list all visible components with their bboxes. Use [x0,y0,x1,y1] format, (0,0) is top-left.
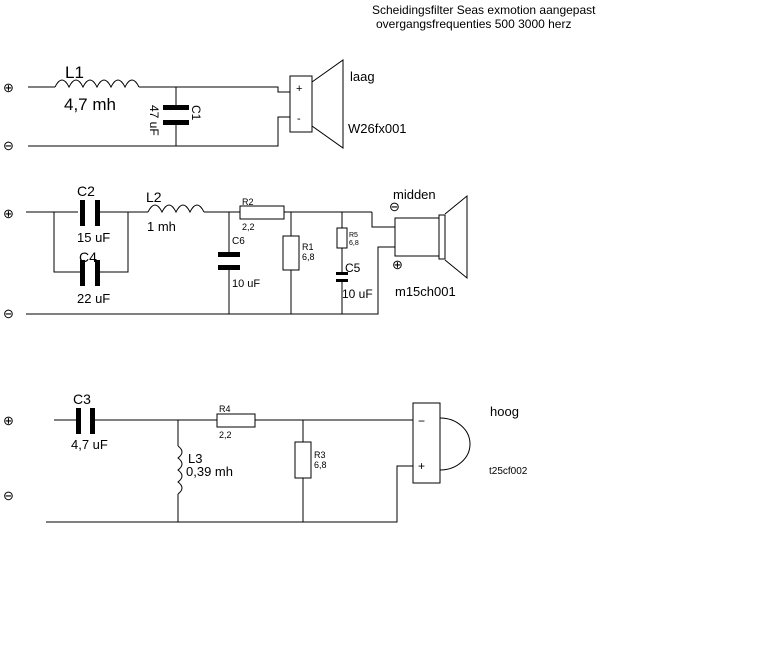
inductor-l2 [147,204,205,214]
tweeter-plus-mark: + [418,459,425,473]
capacitor-c4-plate-b [95,260,100,286]
mid-wire-to-speaker [371,212,395,228]
tweeter-minus-terminal: ⊖ [3,488,14,503]
tweeter-minus-mark: − [418,414,425,428]
resistor-r4 [216,413,256,428]
capacitor-c3-plate-b [90,408,95,434]
capacitor-c5-plate-a [336,272,348,275]
woofer-role-label: laag [350,69,375,84]
c4-value: 22 uF [77,291,110,306]
l2-value: 1 mh [147,219,176,234]
inductor-l1 [54,79,140,89]
mid-speaker-minus-mark: ⊖ [389,199,400,214]
l3-value: 0,39 mh [186,464,233,479]
resistor-r3 [294,441,312,479]
mid-model-label: m15ch001 [395,284,456,299]
r1-label: R1 [302,242,314,252]
capacitor-c4-plate-a [80,260,85,286]
r1-value: 6,8 [302,252,315,262]
capacitor-c2-plate-a [80,200,85,226]
woofer-plus-terminal: ⊕ [3,80,14,95]
mid-plus-terminal: ⊕ [3,206,14,221]
capacitor-c6-plate-b [218,265,240,270]
c3-label: C3 [73,391,91,407]
woofer-model-label: W26fx001 [348,121,407,136]
mid-speaker-magnet [394,217,440,257]
mid-section: ⊕ ⊖ [3,183,468,321]
c1-label: C1 [189,105,203,121]
c5-value: 10 uF [342,287,373,301]
r4-label: R4 [219,404,231,414]
woofer-section: ⊕ ⊖ L1 4,7 mh C1 47 uF + - laag W26fx001 [3,59,407,153]
mid-wire-bottom [26,246,395,315]
mid-speaker-cone [444,194,468,280]
capacitor-c2-plate-b [95,200,100,226]
resistor-r5 [336,227,348,249]
tweeter-role-label: hoog [490,404,519,419]
tweeter-wire-bottom [46,465,413,523]
mid-speaker-plus-mark: ⊕ [392,257,403,272]
c6-value: 10 uF [232,278,260,290]
capacitor-c6-plate-a [218,252,240,257]
capacitor-c5-plate-b [336,279,348,282]
c5-label: C5 [345,261,361,275]
l2-label: L2 [146,189,162,205]
r3-label: R3 [314,450,326,460]
tweeter-model-label: t25cf002 [489,466,528,477]
r2-value: 2,2 [242,222,255,232]
woofer-plus-mark: + [296,83,302,95]
resistor-r1 [282,235,300,271]
l1-label: L1 [65,63,84,82]
mid-minus-terminal: ⊖ [3,306,14,321]
mid-role-label: midden [393,187,436,202]
tweeter-dome [439,417,471,471]
woofer-minus-terminal: ⊖ [3,138,14,153]
c2-value: 15 uF [77,230,110,245]
l3-label: L3 [188,451,202,466]
c6-label: C6 [232,236,245,247]
c4-label: C4 [79,249,97,265]
r5-value: 6,8 [349,240,359,247]
r2-label: R2 [242,197,254,207]
inductor-l3 [177,445,183,495]
capacitor-c3-plate-a [76,408,81,434]
tweeter-plus-terminal: ⊕ [3,413,14,428]
c4-branch-right [100,212,129,273]
c4-branch-left [53,212,80,273]
r4-value: 2,2 [219,430,232,440]
c3-value: 4,7 uF [71,437,108,452]
r3-value: 6,8 [314,460,327,470]
capacitor-c1-plate-b [163,120,189,125]
tweeter-body [412,402,441,484]
tweeter-section: ⊕ ⊖ − + C3 4,7 uF R4 2,2 L3 0,39 mh R3 6… [3,391,528,523]
c2-label: C2 [77,183,95,199]
l1-value: 4,7 mh [64,95,116,114]
woofer-wire-top [139,86,290,93]
woofer-speaker-cone [311,59,344,149]
woofer-speaker-magnet [289,75,313,133]
woofer-minus-mark: - [297,113,301,125]
resistor-r2 [239,205,285,220]
title-line-2: overgangsfrequenties 500 3000 herz [376,17,571,31]
title-line-1: Scheidingsfilter Seas exmotion aangepast [372,3,596,17]
mid-speaker-plate [438,214,446,260]
r5-label: R5 [349,232,358,239]
woofer-wire-bottom [28,116,290,147]
capacitor-c1-plate-a [163,105,189,110]
c1-value: 47 uF [147,105,161,136]
